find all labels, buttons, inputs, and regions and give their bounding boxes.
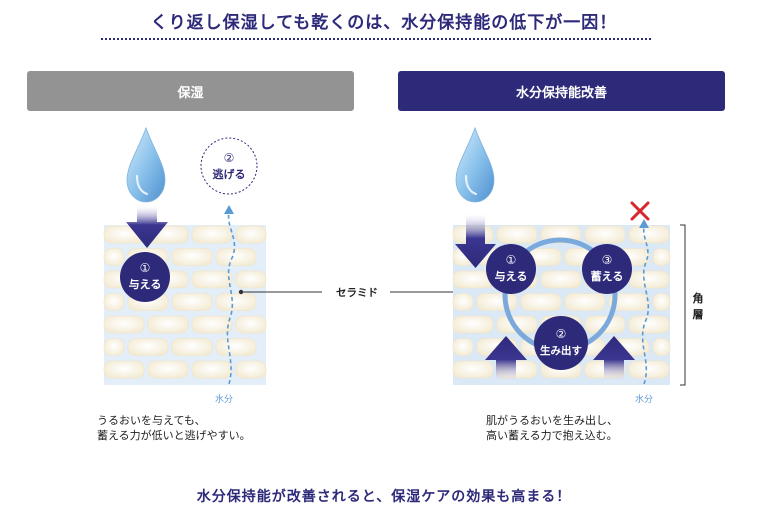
cross-icon bbox=[630, 201, 650, 221]
layer-label-2: 層 bbox=[693, 308, 704, 321]
skin-cell bbox=[628, 270, 670, 289]
skin-cell bbox=[103, 338, 125, 356]
skin-cell bbox=[215, 338, 257, 356]
up-arrowhead-icon-left bbox=[224, 205, 234, 214]
store-label-right: 蓄える bbox=[591, 269, 624, 283]
water-label-right: 水分 bbox=[635, 393, 653, 405]
up-arrowhead-icon-right bbox=[639, 219, 649, 228]
give-label-right: 与える bbox=[495, 270, 528, 283]
skin-cell bbox=[628, 225, 670, 244]
skin-cell bbox=[103, 293, 125, 311]
skin-cell bbox=[452, 293, 474, 311]
skin-cell bbox=[476, 293, 518, 311]
skin-cell bbox=[191, 225, 233, 244]
skin-cell bbox=[564, 293, 606, 311]
skin-cell bbox=[608, 293, 650, 311]
skin-cell bbox=[628, 360, 670, 379]
bottom-message: 水分保持能が改善されると、保湿ケアの効果も高まる！ bbox=[196, 489, 572, 505]
store-number-right: ③ bbox=[602, 253, 613, 267]
panel-title-right: 水分保持能改善 bbox=[515, 85, 607, 101]
up-arrow-icon-right-1 bbox=[485, 336, 527, 383]
panel-header-right: 水分保持能改善 bbox=[398, 71, 725, 111]
skin-cell bbox=[652, 248, 671, 266]
down-arrow-icon-right bbox=[455, 214, 496, 268]
skin-cell bbox=[171, 248, 213, 266]
headline: くり返し保湿しても乾くのは、水分保持能の低下が一因！ bbox=[150, 13, 618, 33]
caption-left: うるおいを与えても、 蓄える力が低いと逃げやすい。 bbox=[97, 413, 317, 443]
water-path-left bbox=[226, 211, 236, 385]
skin-cell bbox=[235, 360, 267, 379]
ceramide-label: セラミド bbox=[336, 287, 378, 299]
caption-left-line1: うるおいを与えても、 bbox=[97, 414, 206, 427]
panel-header-left: 保湿 bbox=[27, 71, 354, 111]
headline-dotted-underline bbox=[101, 38, 651, 40]
produce-circle-right: ② 生み出す bbox=[534, 316, 588, 370]
layer-bracket bbox=[680, 224, 686, 386]
skin-cell bbox=[520, 293, 562, 311]
ceramide-marker-left bbox=[238, 289, 244, 295]
skin-cell bbox=[235, 225, 267, 244]
panel-title-left: 保湿 bbox=[177, 85, 204, 101]
produce-label-right: 生み出す bbox=[540, 344, 582, 357]
give-label-left: 与える bbox=[129, 278, 162, 291]
skin-cell bbox=[652, 338, 671, 356]
skin-cell bbox=[584, 225, 626, 244]
skin-cell bbox=[652, 293, 671, 311]
give-number-left: ① bbox=[140, 261, 151, 275]
skin-cell bbox=[103, 248, 125, 266]
skin-cell bbox=[452, 360, 494, 379]
produce-number-right: ② bbox=[556, 327, 567, 341]
water-label-left: 水分 bbox=[215, 393, 233, 405]
skin-cell bbox=[191, 360, 233, 379]
skin-cell bbox=[103, 315, 145, 334]
caption-left-line2: 蓄える力が低いと逃げやすい。 bbox=[97, 429, 251, 442]
skin-cell bbox=[147, 315, 189, 334]
skin-cell bbox=[235, 270, 267, 289]
skin-cell bbox=[496, 225, 538, 244]
caption-right-line2: 高い蓄える力で抱え込む。 bbox=[486, 429, 618, 442]
escape-number-left: ② bbox=[224, 151, 235, 165]
left-skin-layer bbox=[103, 225, 267, 385]
store-circle-right: ③ 蓄える bbox=[582, 244, 632, 294]
skin-cell bbox=[628, 315, 670, 334]
water-drop-icon-left bbox=[126, 126, 166, 203]
skin-cell bbox=[127, 338, 169, 356]
give-circle-left: ① 与える bbox=[120, 252, 170, 302]
skin-cell bbox=[215, 293, 257, 311]
skin-cell bbox=[235, 315, 267, 334]
water-drop-icon-right bbox=[455, 126, 495, 203]
escape-label-left: 逃げる bbox=[213, 167, 246, 181]
layer-label-1: 角 bbox=[693, 291, 704, 305]
skin-cell bbox=[147, 360, 189, 379]
skin-cell bbox=[103, 360, 145, 379]
up-arrow-icon-right-2 bbox=[593, 336, 635, 383]
give-number-right: ① bbox=[506, 253, 517, 267]
skin-cell bbox=[452, 338, 474, 356]
caption-right: 肌がうるおいを生み出し、 高い蓄える力で抱え込む。 bbox=[486, 413, 706, 443]
skin-cell bbox=[171, 293, 213, 311]
skin-cell bbox=[540, 270, 582, 289]
skin-cell bbox=[171, 338, 213, 356]
escape-circle-left: ② 逃げる bbox=[200, 137, 258, 195]
skin-cell bbox=[191, 270, 233, 289]
skin-cell bbox=[191, 315, 233, 334]
skin-cell bbox=[452, 315, 494, 334]
skin-cell bbox=[215, 248, 257, 266]
down-arrow-icon-left bbox=[126, 206, 168, 248]
water-path-right bbox=[641, 225, 650, 385]
give-circle-right: ① 与える bbox=[486, 244, 536, 294]
caption-right-line1: 肌がうるおいを生み出し、 bbox=[486, 414, 618, 427]
